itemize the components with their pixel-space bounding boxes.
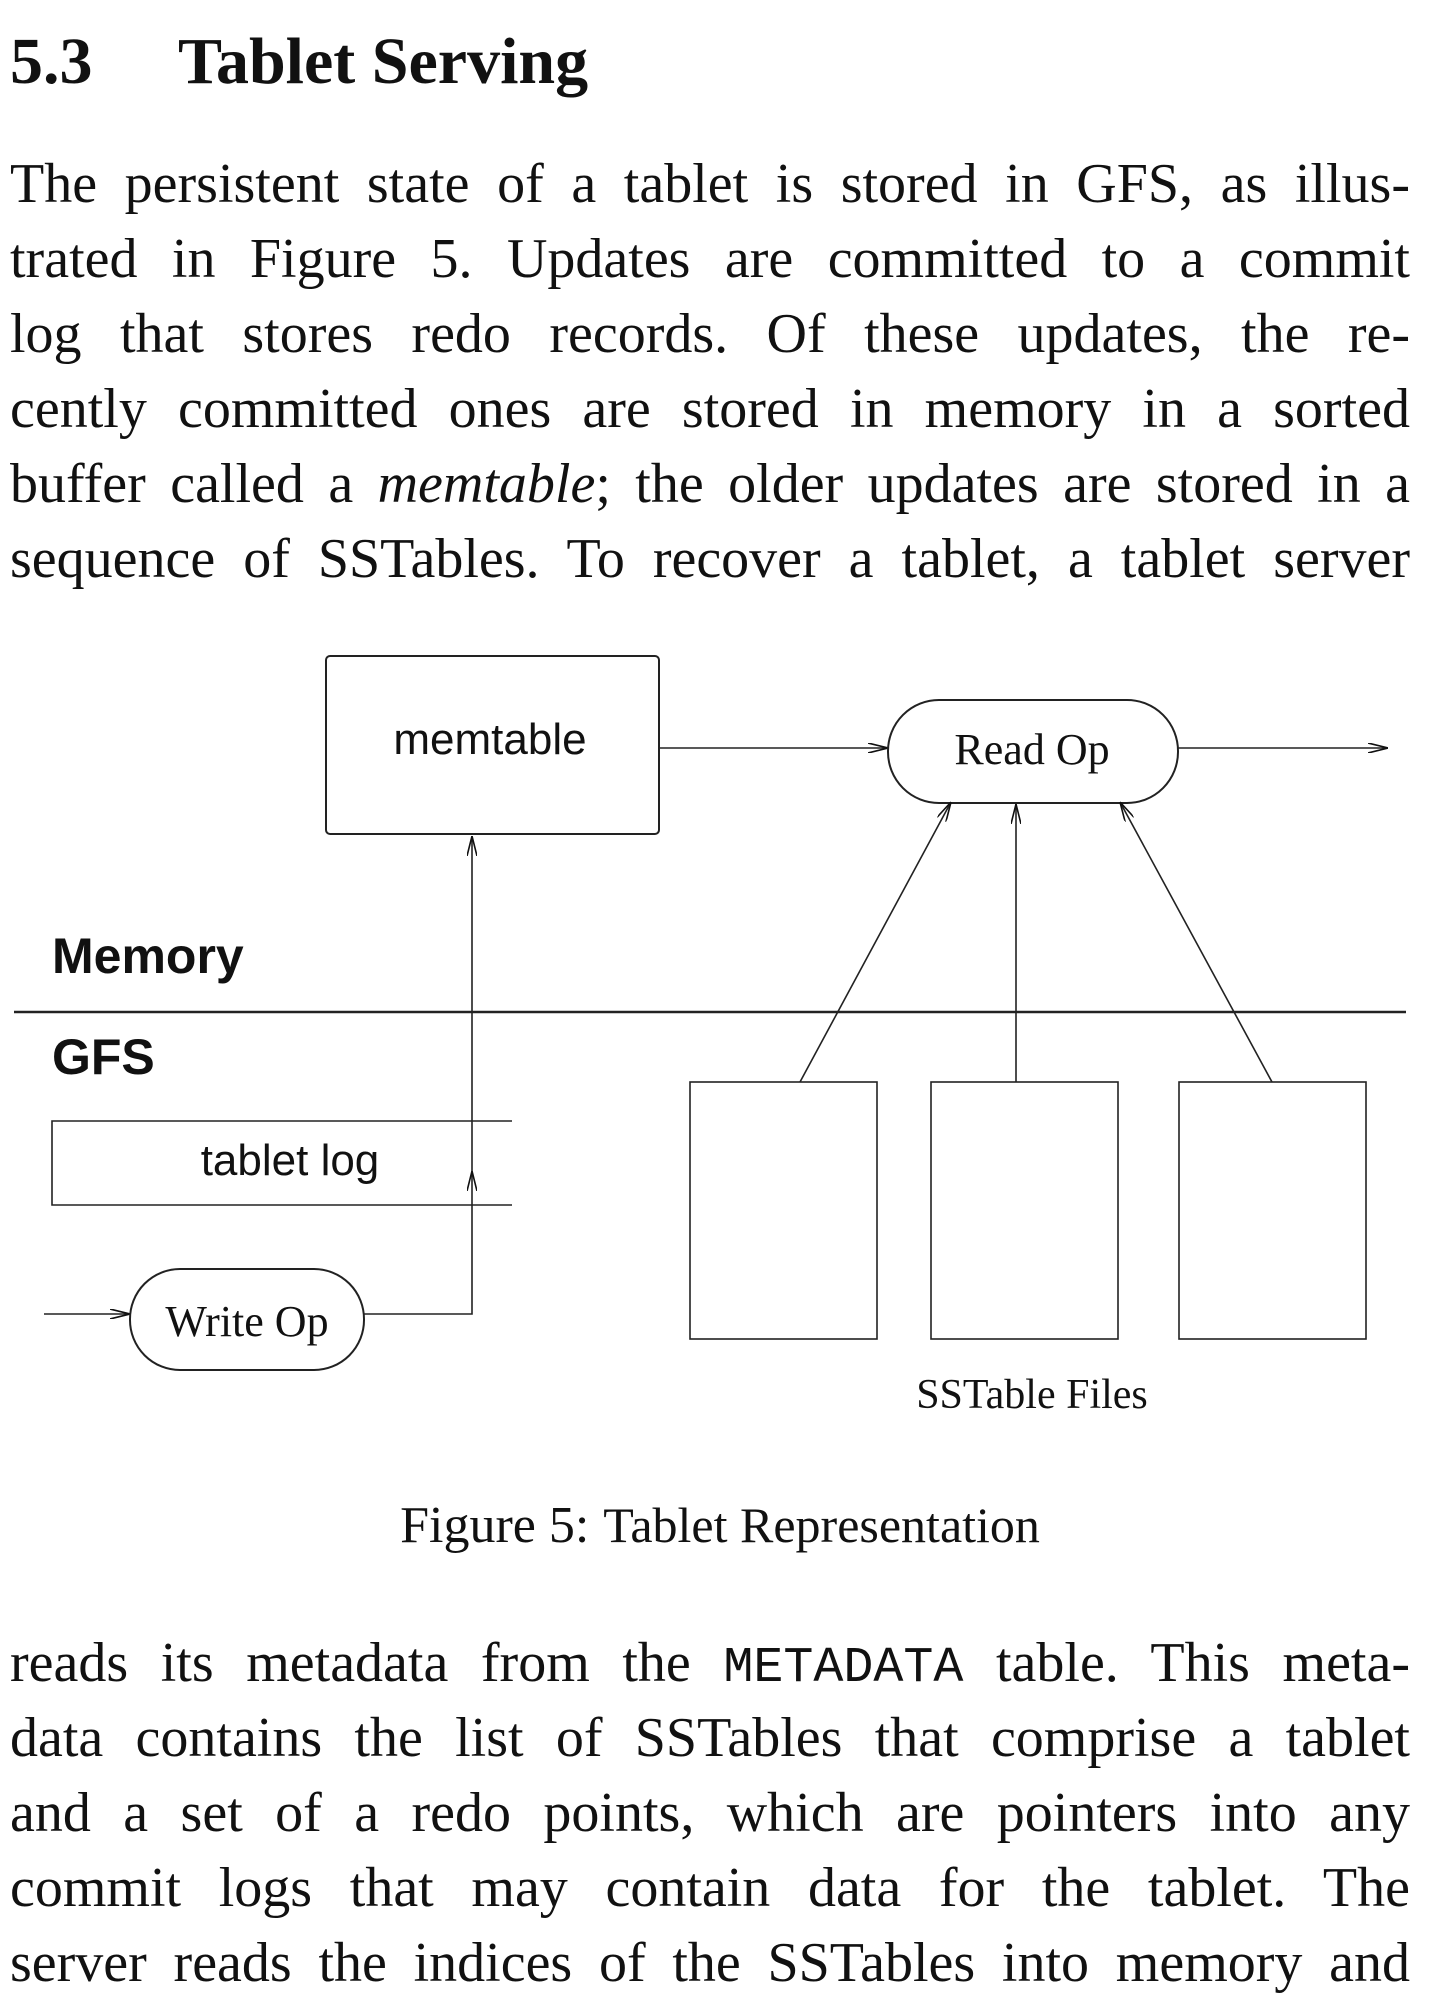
sstable-file-2 xyxy=(930,1081,1119,1340)
text-run: reads its metadata from the xyxy=(10,1632,724,1694)
paragraph-line: server reads the indices of the SSTables… xyxy=(10,1932,1410,1994)
paragraph-line: cently committed ones are stored in memo… xyxy=(10,378,1410,440)
text-run: table. This meta- xyxy=(963,1632,1410,1694)
sstable-file-3 xyxy=(1178,1081,1367,1340)
figure-caption-label: Figure 5: xyxy=(400,1497,590,1554)
text-run: ; the older updates are stored in a xyxy=(595,453,1410,515)
read-op-label: Read Op xyxy=(954,725,1109,774)
tablet-representation-figure: memtable Read Op Memory GFS tablet log W… xyxy=(14,655,1406,1418)
section-title: Tablet Serving xyxy=(178,25,589,98)
write-op-label: Write Op xyxy=(165,1297,328,1346)
paragraph-line-mixed: buffer called a memtable; the older upda… xyxy=(10,447,1410,522)
sstable-files-label: SSTable Files xyxy=(916,1372,1148,1418)
paragraph-line: log that stores redo records. Of these u… xyxy=(10,303,1410,365)
section-number: 5.3 xyxy=(10,25,93,98)
paragraph-line: and a set of a redo points, which are po… xyxy=(10,1782,1410,1844)
paragraph-top: The persistent state of a tablet is stor… xyxy=(10,147,1410,597)
tablet-log-box xyxy=(51,1120,512,1206)
read-op-node xyxy=(887,699,1179,804)
paragraph-line: The persistent state of a tablet is stor… xyxy=(10,153,1410,215)
sstable-3-to-readop-arrow xyxy=(1120,802,1273,1083)
text-run: buffer called a xyxy=(10,453,378,515)
paragraph-line: commit logs that may contain data for th… xyxy=(10,1857,1410,1919)
paragraph-line-mixed: reads its metadata from the METADATA tab… xyxy=(10,1626,1410,1701)
gfs-label: GFS xyxy=(52,1029,155,1085)
sstable-1-to-readop-arrow xyxy=(799,802,951,1083)
memory-label: Memory xyxy=(52,928,244,984)
emphasis-memtable: memtable xyxy=(377,453,596,515)
write-op-to-log-path xyxy=(364,1171,472,1315)
paragraph-line: data contains the list of SSTables that … xyxy=(10,1707,1410,1769)
write-op-node xyxy=(129,1268,365,1371)
sstable-file-1 xyxy=(689,1081,878,1340)
memtable-label: memtable xyxy=(393,715,586,764)
tablet-log-label: tablet log xyxy=(201,1136,380,1185)
paragraph-line: trated in Figure 5. Updates are committe… xyxy=(10,228,1410,290)
figure-caption: Figure 5:Tablet Representation xyxy=(0,1490,1440,1561)
paragraph-bottom: reads its metadata from the METADATA tab… xyxy=(10,1626,1410,2001)
code-metadata: METADATA xyxy=(723,1640,964,1697)
memtable-box xyxy=(325,655,660,835)
paragraph-line: sequence of SSTables. To recover a table… xyxy=(10,528,1410,590)
section-heading: 5.3 Tablet Serving xyxy=(10,22,588,102)
figure-caption-text: Tablet Representation xyxy=(603,1497,1040,1553)
